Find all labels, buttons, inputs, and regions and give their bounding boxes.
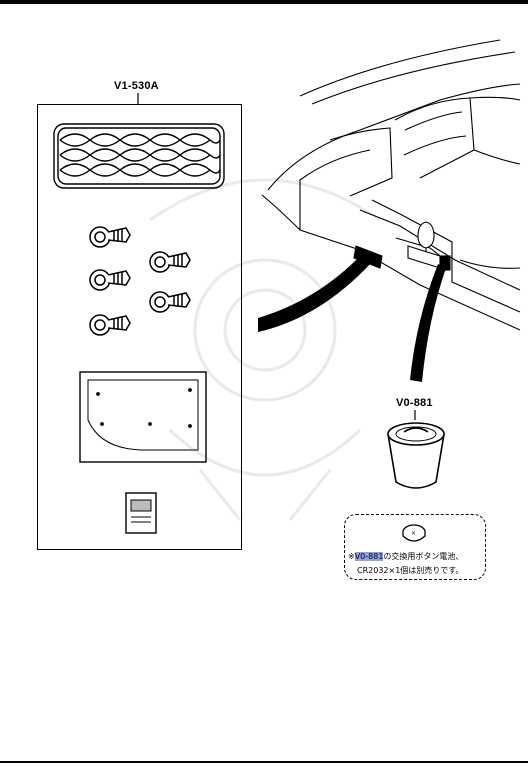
note-line-2: CR2032×1個は別売りです。 [357, 566, 464, 575]
coin-holder-cup [387, 422, 445, 489]
kit-contents-box [37, 104, 242, 550]
screw [149, 251, 191, 273]
screw [89, 314, 131, 336]
screw [149, 291, 191, 313]
instruction-booklet [125, 492, 157, 534]
svg-text:×: × [411, 530, 416, 537]
net-pocket [53, 123, 225, 189]
screw [89, 226, 131, 248]
note-prefix: ※ [348, 552, 355, 561]
watermark-emblem [149, 178, 381, 521]
kit-part-number: V1-530A [114, 80, 159, 92]
bottom-rule [0, 761, 528, 763]
note-highlight: V0-881 [354, 552, 384, 561]
coin-holder-part-number: V0-881 [396, 397, 433, 409]
screw [89, 269, 131, 291]
install-arrow-coin-holder [410, 264, 446, 382]
template-sheet [79, 371, 207, 463]
button-battery: × [402, 524, 426, 542]
note-line-1: ※V0-881の交換用ボタン電池、 [348, 551, 463, 562]
note-box [344, 514, 486, 580]
car-interior [261, 39, 521, 331]
top-rule [0, 0, 528, 4]
install-arrow-kit [258, 254, 372, 332]
note-line1-text: の交換用ボタン電池、 [383, 552, 464, 561]
